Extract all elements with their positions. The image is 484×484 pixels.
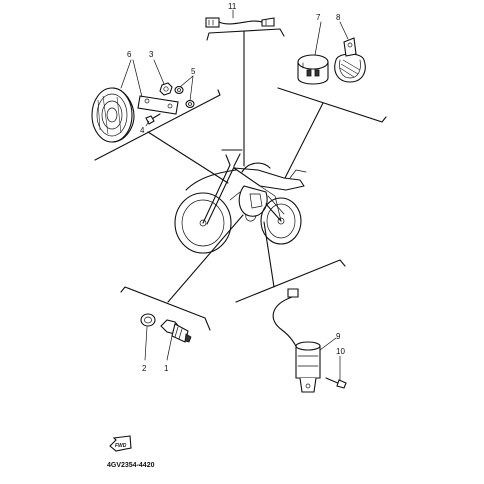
motorcycle-illustration [174,149,307,254]
horn-bracket[interactable] [137,95,179,115]
washer-part-5-b[interactable] [185,99,195,109]
leader-3 [153,59,165,85]
leader-1 [166,335,173,361]
callout-7: 7 [316,13,321,22]
leader-9 [319,337,337,351]
fwd-arrow-icon: FWD [109,435,132,452]
pointer-line-sidestand [263,221,275,288]
pointer-line-horn [147,131,229,184]
callout-5: 5 [191,67,196,76]
fwd-label: FWD [115,443,127,449]
callout-3: 3 [149,50,154,59]
bolt-part-10[interactable] [325,377,347,389]
callout-8: 8 [336,13,341,22]
callout-1: 1 [164,364,169,373]
leader-5-a [179,75,194,88]
leader-5-b [189,75,194,102]
horn-part-6[interactable] [91,87,135,143]
callout-11: 11 [228,2,237,11]
leader-7 [314,21,322,56]
nut-part-3[interactable] [159,82,173,96]
leader-4 [145,120,150,127]
callout-4: 4 [140,126,145,135]
washer-part-5-a[interactable] [174,85,184,95]
neutral-switch-part-1[interactable] [160,319,192,343]
callout-bracket-switch [120,286,211,331]
callout-bracket-relay [277,87,387,123]
leader-8 [339,21,349,40]
gasket-part-2[interactable] [140,313,156,327]
callout-2: 2 [142,364,147,373]
callout-10: 10 [336,347,345,356]
leader-6-a [120,59,132,89]
callout-6: 6 [127,50,132,59]
rubber-holder-part-8[interactable] [334,37,366,83]
relay-part-7[interactable] [297,54,329,85]
leader-6-b [132,59,143,98]
callout-9: 9 [336,332,341,341]
pointer-line-switch [167,214,244,303]
pointer-line-relay [284,102,324,179]
leader-2 [144,326,148,361]
callout-bracket-horn [94,89,221,161]
wire-harness-part-11[interactable] [205,17,275,28]
sidestand-switch-part-9[interactable] [272,288,321,393]
callout-bracket-sidestand [235,259,346,303]
callout-bracket-11 [206,28,285,41]
diagram-code: 4GV2354-4420 [107,462,155,469]
